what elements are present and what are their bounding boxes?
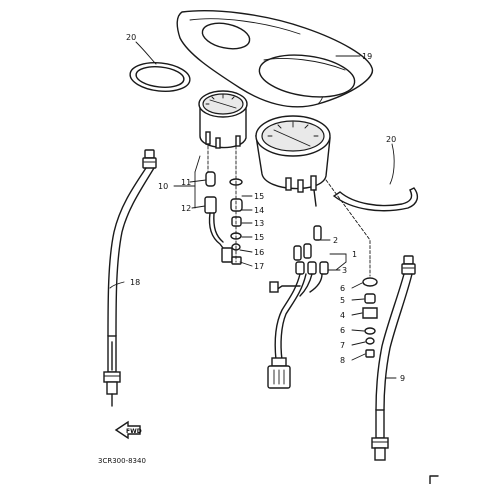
callout-4: 4 (340, 311, 345, 320)
callout-11: 11 (181, 178, 191, 187)
callout-18: 18 (130, 278, 140, 287)
tach-small-parts (204, 145, 243, 265)
callout-16: 16 (254, 248, 264, 257)
callout-13: 13 (254, 219, 264, 228)
fwd-label: FWD (126, 428, 142, 435)
callout-15-lower: 15 (254, 233, 264, 242)
callout-5: 5 (340, 296, 345, 305)
callout-12: 12 (181, 204, 191, 213)
meter-cover-panel-icon (176, 10, 374, 108)
callout-7: 7 (340, 341, 345, 350)
leader-lines (109, 41, 397, 379)
speedometer-gauge-icon (255, 115, 331, 207)
grommet-ring-left-icon (129, 62, 191, 92)
callout-8: 8 (340, 356, 345, 365)
callout-3: 3 (342, 266, 347, 275)
forward-arrow-icon: FWD (114, 420, 142, 440)
callout-6-lower: 6 (340, 326, 345, 335)
tachometer-gauge-icon (198, 90, 248, 149)
callout-14: 14 (254, 206, 264, 215)
callout-6-upper: 6 (340, 284, 345, 293)
callout-20-right: 20 (386, 135, 396, 144)
callout-17: 17 (254, 262, 264, 271)
callout-20-left: 20 (126, 33, 136, 42)
corner-mark-icon (429, 475, 439, 484)
part-code-label: 3CR300-8340 (98, 457, 146, 465)
callout-19: 19 (362, 52, 372, 61)
tachometer-cable-icon (103, 149, 157, 407)
callout-9: 9 (400, 374, 405, 383)
speedometer-cable-icon (371, 255, 416, 461)
speedo-small-parts (325, 179, 378, 358)
callout-2: 2 (333, 236, 338, 245)
grommet-ring-right-icon (332, 187, 419, 212)
wire-harness-icon (267, 225, 329, 389)
callout-1: 1 (352, 250, 357, 259)
callout-15-upper: 15 (254, 192, 264, 201)
callout-labels: 20 19 20 10 11 12 15 14 13 15 16 17 18 2… (126, 33, 405, 383)
callout-10: 10 (158, 182, 168, 191)
